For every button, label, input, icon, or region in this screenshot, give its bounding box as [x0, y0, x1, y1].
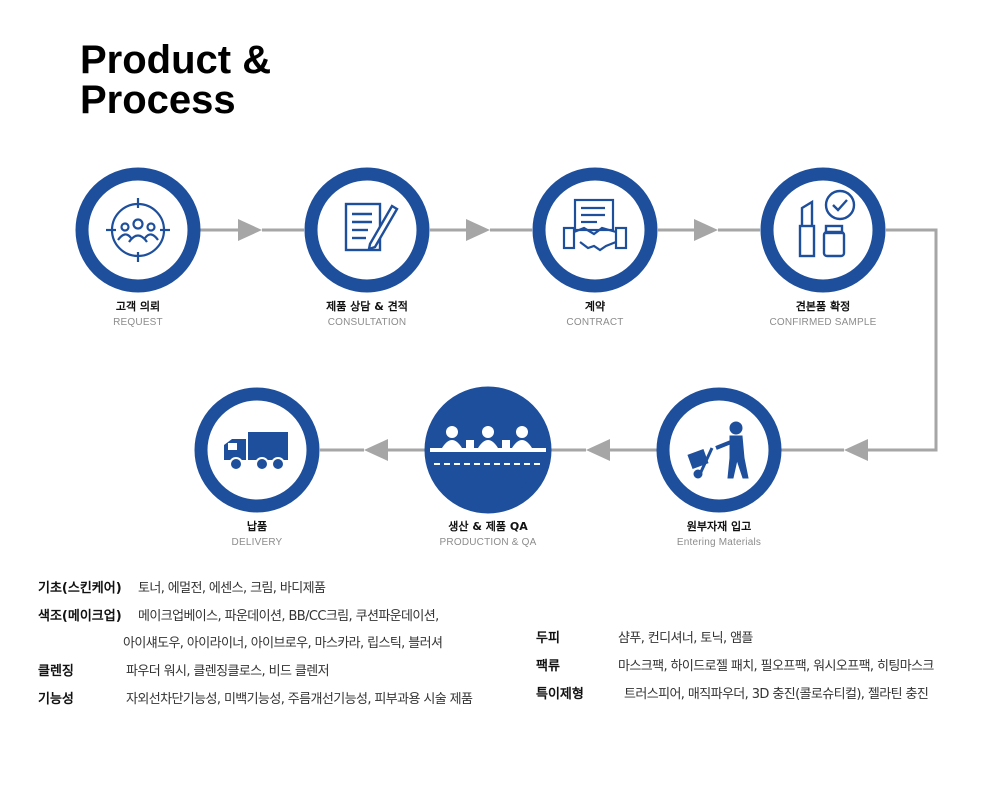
step-label-entering-materials: 원부자재 입고 Entering Materials: [609, 518, 829, 548]
step-label-consultation: 제품 상담 & 견적 CONSULTATION: [257, 298, 477, 328]
step-title-en: CONFIRMED SAMPLE: [769, 317, 877, 328]
category-name: 클렌징: [38, 664, 74, 679]
step-title-kr: 납품: [246, 520, 268, 533]
category-items: 트러스피어, 매직파우더, 3D 충진(콜로슈티컬), 젤라틴 충진: [624, 687, 929, 702]
step-title-en: DELIVERY: [231, 537, 283, 548]
step-label-request: 고객 의뢰 REQUEST: [28, 298, 248, 328]
category-name: 팩류: [536, 659, 560, 674]
step-title-en: REQUEST: [113, 317, 163, 328]
step-title-en: CONTRACT: [566, 317, 624, 328]
production-line-icon: [430, 426, 546, 465]
step-label-confirmed-sample: 견본품 확정 CONFIRMED SAMPLE: [713, 298, 933, 328]
connector-1-2: [200, 219, 304, 241]
category-name: 특이제형: [536, 687, 584, 702]
connector-4-5: [780, 228, 938, 461]
step-title-en: PRODUCTION & QA: [439, 537, 537, 548]
category-name: 색조(메이크업): [38, 609, 122, 624]
step-circle-entering-materials: [656, 387, 782, 513]
step-circle-production-qa: [424, 386, 552, 514]
step-circle-contract: [532, 167, 658, 293]
connector-5-6: [550, 439, 668, 461]
step-label-production-qa: 생산 & 제품 QA PRODUCTION & QA: [378, 518, 598, 548]
step-circle-confirmed-sample: [760, 167, 886, 293]
hand-truck-worker-icon: [687, 421, 749, 479]
document-pen-icon: [344, 202, 399, 252]
step-title-kr: 고객 의뢰: [115, 300, 161, 313]
category-items: 마스크팩, 하이드로젤 패치, 필오프팩, 워시오프팩, 히팅마스크: [618, 659, 934, 674]
category-items: 토너, 에멀전, 에센스, 크림, 바디제품: [138, 581, 326, 596]
handshake-contract-icon: [562, 198, 628, 252]
category-items: 아이섀도우, 아이라이너, 아이브로우, 마스카라, 립스틱, 블러셔: [123, 636, 443, 651]
step-title-kr: 원부자재 입고: [686, 520, 752, 533]
page-title-line1: Product &: [80, 38, 272, 82]
step-title-kr: 견본품 확정: [795, 300, 851, 313]
cosmetics-check-icon: [798, 189, 856, 258]
category-name: 기능성: [38, 692, 74, 707]
step-circle-delivery: [194, 387, 320, 513]
step-circle-consultation: [304, 167, 430, 293]
category-name: 기초(스킨케어): [38, 581, 122, 596]
step-title-en: Entering Materials: [676, 537, 762, 548]
delivery-truck-icon: [224, 432, 288, 471]
step-label-delivery: 납품 DELIVERY: [147, 518, 367, 548]
category-items: 메이크업베이스, 파운데이션, BB/CC크림, 쿠션파운데이션,: [138, 609, 439, 624]
page-title-line2: Process: [80, 78, 236, 122]
connector-2-3: [430, 219, 532, 241]
category-items: 샴푸, 컨디셔너, 토닉, 앰플: [618, 631, 753, 646]
category-items: 파우더 워시, 클렌징클로스, 비드 클렌저: [126, 664, 330, 679]
category-items: 자외선차단기능성, 미백기능성, 주름개선기능성, 피부과용 시술 제품: [126, 692, 473, 707]
step-circle-request: [75, 167, 201, 293]
connector-6-7: [320, 439, 426, 461]
step-title-kr: 계약: [584, 300, 606, 313]
step-title-en: CONSULTATION: [327, 317, 407, 328]
step-label-contract: 계약 CONTRACT: [485, 298, 705, 328]
people-target-icon: [106, 198, 170, 262]
step-title-kr: 제품 상담 & 견적: [326, 300, 408, 313]
connector-3-4: [658, 219, 760, 241]
page-title: Product & Process: [80, 40, 271, 120]
step-title-kr: 생산 & 제품 QA: [448, 520, 528, 533]
category-name: 두피: [536, 631, 560, 646]
